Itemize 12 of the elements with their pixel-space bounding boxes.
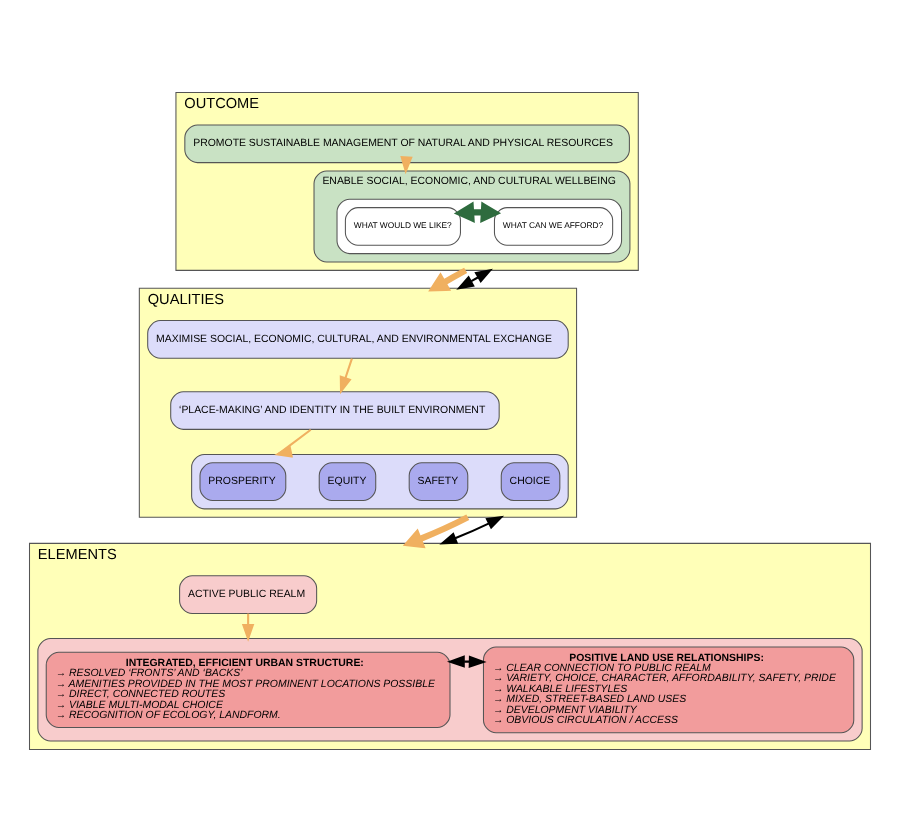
arrow — [428, 266, 468, 291]
cluster — [37, 637, 863, 741]
arrow — [400, 155, 413, 174]
arrow — [456, 267, 493, 289]
arrow — [402, 513, 470, 548]
arrow — [241, 612, 255, 641]
arrow — [447, 654, 487, 667]
arrow — [453, 200, 502, 222]
arrow — [339, 357, 353, 394]
arrow — [274, 427, 312, 457]
cluster — [191, 452, 569, 509]
arrow — [439, 514, 505, 544]
